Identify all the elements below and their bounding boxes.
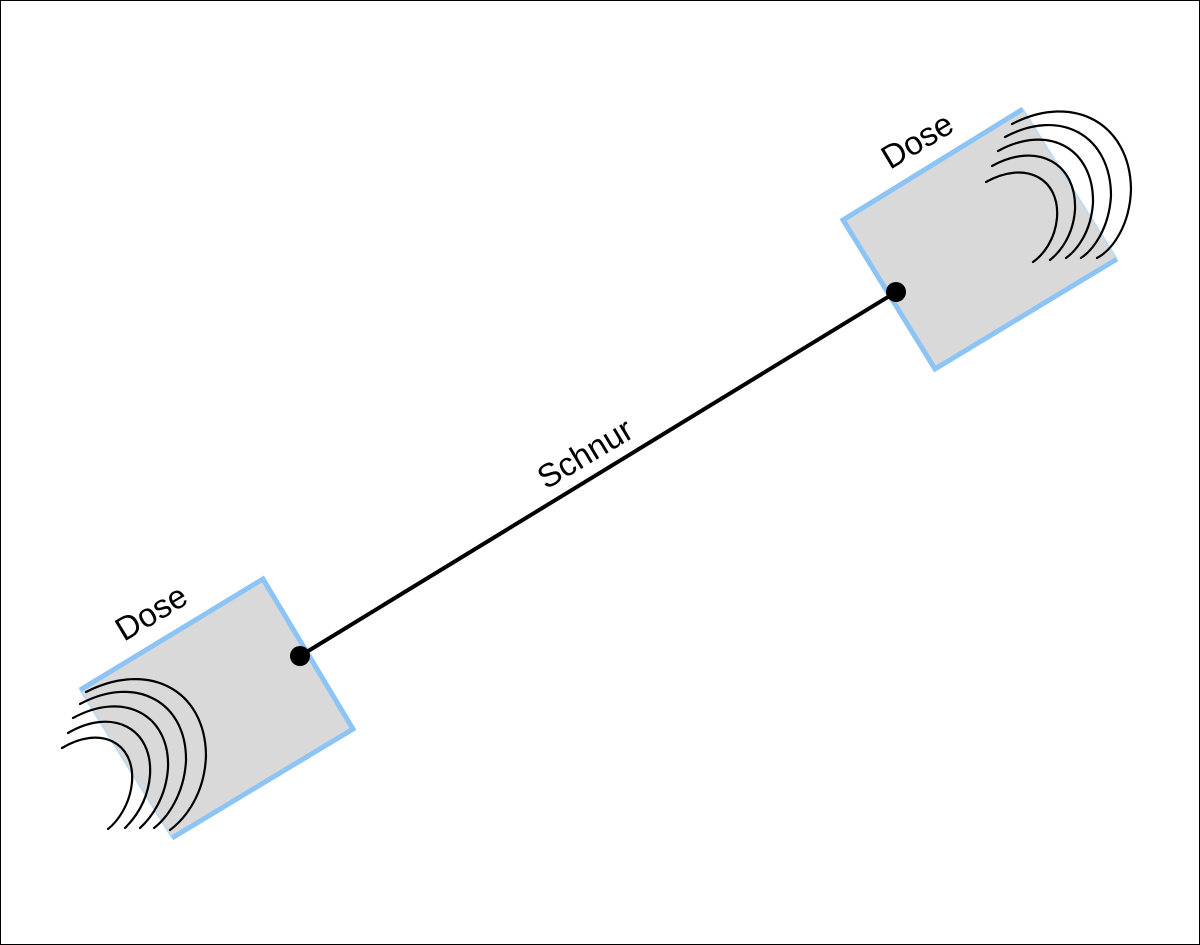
string-knot-left bbox=[290, 646, 310, 666]
wave-arc-2 bbox=[990, 154, 1077, 262]
wave-arc-3 bbox=[996, 138, 1095, 260]
wave-arc-5 bbox=[84, 678, 208, 832]
wave-arc-4 bbox=[1003, 123, 1113, 260]
wave-arc-1 bbox=[60, 736, 134, 831]
wave-arc-4 bbox=[78, 690, 188, 830]
can-left-open-edge bbox=[79, 689, 173, 839]
string-knot-right bbox=[886, 282, 906, 302]
wave-arc-2 bbox=[66, 720, 152, 830]
wave-arc-5 bbox=[1010, 110, 1133, 260]
wave-arc-3 bbox=[71, 705, 170, 830]
string-line bbox=[298, 290, 898, 658]
can-left-body bbox=[80, 579, 353, 838]
wave-arc-1 bbox=[984, 171, 1059, 264]
can-right-body bbox=[843, 109, 1117, 369]
sound-waves-left bbox=[60, 678, 208, 832]
sound-waves-right bbox=[984, 110, 1133, 264]
